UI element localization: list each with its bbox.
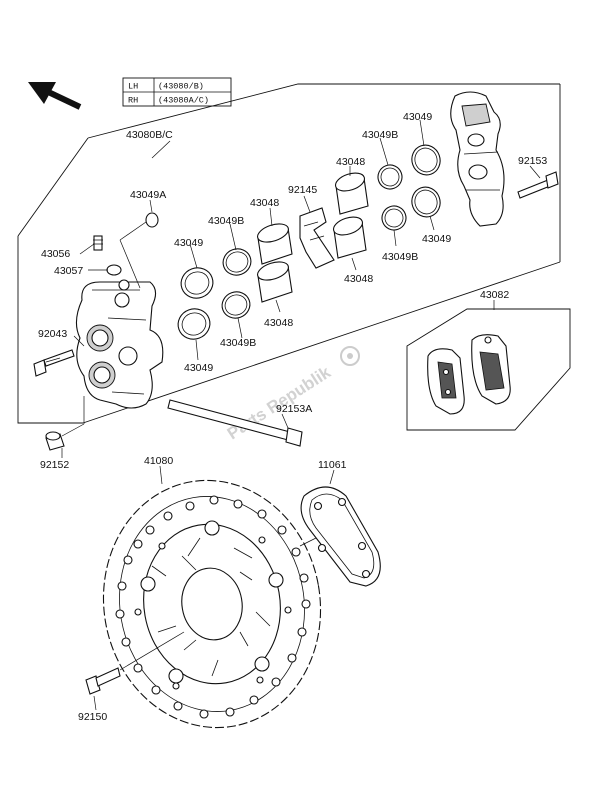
label-43082: 43082	[480, 289, 509, 301]
label-43049B-top: 43049B	[208, 215, 244, 227]
label-41080: 41080	[144, 455, 173, 467]
disc-holes	[115, 495, 311, 719]
label-92145: 92145	[288, 184, 317, 196]
pin-bolt-92153A	[167, 399, 303, 447]
piston-43048-c	[334, 172, 369, 215]
seal-43049-right-bottom	[411, 186, 441, 218]
pad-set-frame	[406, 308, 571, 431]
left-caliper-body	[75, 279, 164, 409]
label-43049A: 43049A	[130, 189, 166, 201]
disc-bolt-92150	[85, 667, 121, 695]
label-43048-d: 43048	[344, 273, 373, 285]
brake-pad-left	[427, 348, 465, 415]
plug-92152	[45, 431, 65, 451]
seal-43049B-right-top	[377, 164, 403, 190]
label-43057: 43057	[54, 265, 83, 277]
label-43048-a: 43048	[250, 197, 279, 209]
seal-43049B-right-bottom	[381, 205, 407, 231]
right-caliper-body	[450, 91, 505, 227]
bolt-92153	[517, 171, 559, 199]
label-92152: 92152	[40, 459, 69, 471]
legend-code-rh: (43080A/C)	[158, 96, 209, 106]
label-43048-c: 43048	[336, 156, 365, 168]
seal-43049-bottom	[177, 308, 211, 340]
label-92043: 92043	[38, 328, 67, 340]
piston-43048-d	[332, 216, 367, 259]
caliper-assembly-frame	[17, 83, 561, 424]
bleeder-cap-43057	[106, 264, 122, 276]
label-43056: 43056	[41, 248, 70, 260]
label-43048-b: 43048	[264, 317, 293, 329]
plug-43049A	[145, 212, 159, 228]
pad-spring-92145	[299, 207, 335, 269]
bleeder-valve-43056	[93, 235, 103, 251]
label-43049-right-top: 43049	[403, 111, 432, 123]
disc-shim-11061	[300, 486, 381, 587]
label-43049B-right-bottom: 43049B	[382, 251, 418, 263]
piston-43048-a	[257, 223, 293, 265]
disc-carrier-bolts	[140, 520, 284, 684]
label-43049B-right-top: 43049B	[362, 129, 398, 141]
legend-box: LH (43080/B) RH (43080A/C)	[122, 77, 232, 107]
label-11061: 11061	[318, 459, 347, 471]
legend-side-rh: RH	[128, 96, 138, 106]
label-92153A: 92153A	[276, 403, 312, 415]
bolt-92043	[33, 349, 75, 377]
brake-pad-right	[471, 334, 511, 405]
seal-43049B-bottom	[221, 291, 251, 319]
brake-disc-41080	[102, 479, 322, 729]
watermark-logo-icon	[340, 346, 360, 366]
label-43049-bottom: 43049	[184, 362, 213, 374]
legend-side-lh: LH	[128, 82, 138, 92]
part-labels: 43080B/C 43049A 43056 43057 92043 43049 …	[38, 111, 547, 723]
piston-43048-b	[257, 261, 293, 303]
label-43049-right-bottom: 43049	[422, 233, 451, 245]
label-43049-top: 43049	[174, 237, 203, 249]
label-43080B-C: 43080B/C	[126, 129, 173, 141]
label-43049B-bottom: 43049B	[220, 337, 256, 349]
seal-43049-top	[180, 267, 214, 299]
seal-43049B-top	[222, 248, 252, 276]
seal-43049-right-top	[411, 144, 441, 176]
front-arrow-icon	[28, 82, 82, 110]
leader-lines	[45, 119, 541, 711]
label-92150: 92150	[78, 711, 107, 723]
label-92153: 92153	[518, 155, 547, 167]
legend-code-lh: (43080/B)	[158, 82, 204, 92]
